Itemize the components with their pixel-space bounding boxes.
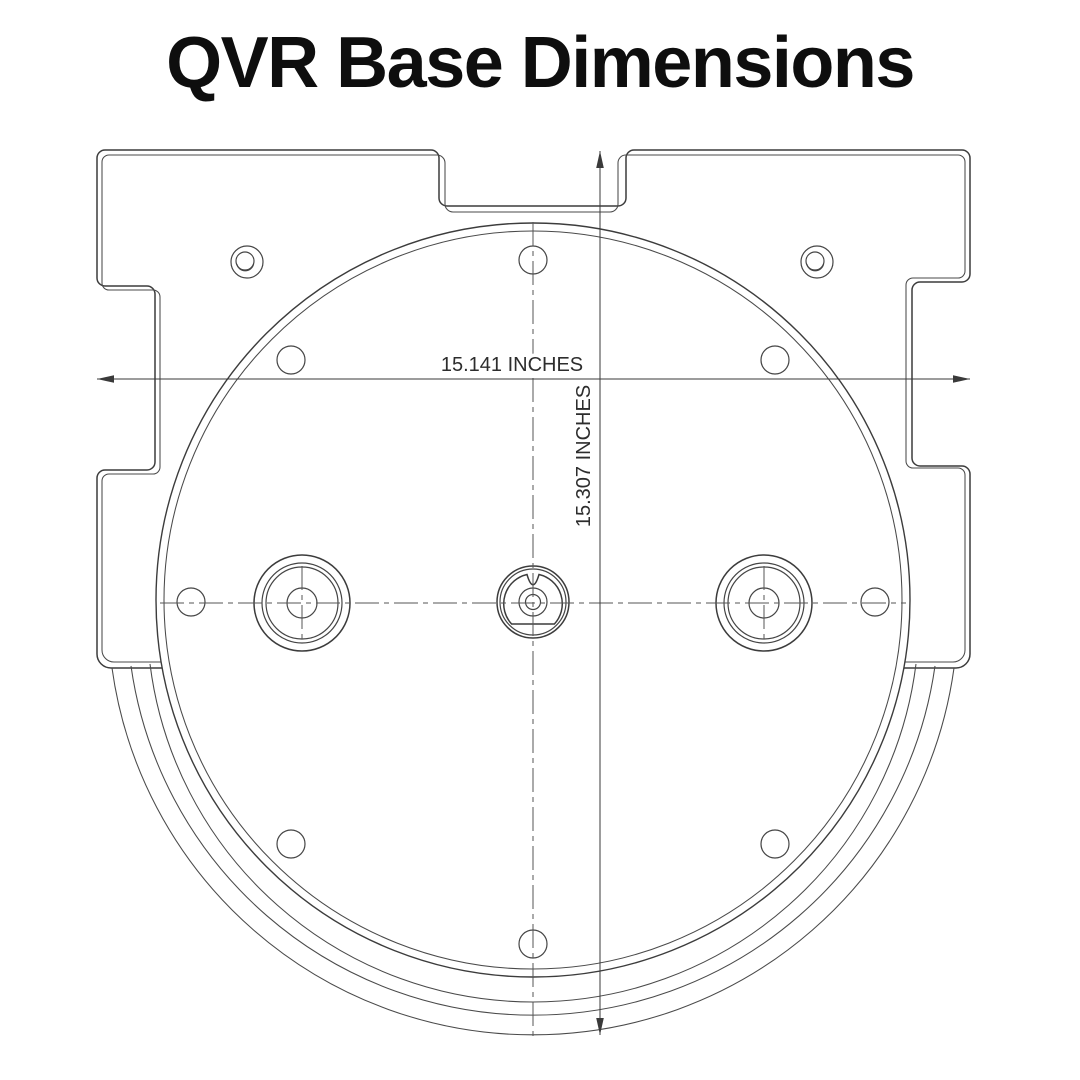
counterbore-outer [800,245,834,279]
counterbore-hole-right [800,245,834,279]
horizontal-dimension: 15.141 INCHES [97,351,970,383]
plate-inner-contour [101,154,966,663]
counterbore-outer [230,245,264,279]
bolt-hole-right [860,587,890,617]
top-arrowhead [596,151,604,168]
bolt-hole-bottom-left [276,829,306,859]
page-title: QVR Base Dimensions [166,23,915,103]
counterbore-depth-arc [236,263,255,272]
bolt-hole-top-right [760,345,790,375]
vertical-dimension: 15.307 INCHES [570,151,604,1035]
horizontal-dimension-label: 15.141 INCHES [441,354,583,376]
counterbore-hole-left [230,245,264,279]
vertical-dimension-label: 15.307 INCHES [573,385,595,527]
centerlines [160,222,906,1037]
right-arrowhead [953,375,970,383]
skirt-arc-inner [149,663,917,1003]
plate-outer-contour [96,149,971,669]
bolt-hole-bottom-right [760,829,790,859]
bottom-arrowhead [596,1018,604,1035]
counterbore-inner [805,251,825,271]
bolt-hole-top-left [276,345,306,375]
counterbore-inner [235,251,255,271]
mounting-plate [96,149,971,669]
bolt-hole-left [176,587,206,617]
counterbore-depth-arc [806,263,825,272]
left-arrowhead [97,375,114,383]
